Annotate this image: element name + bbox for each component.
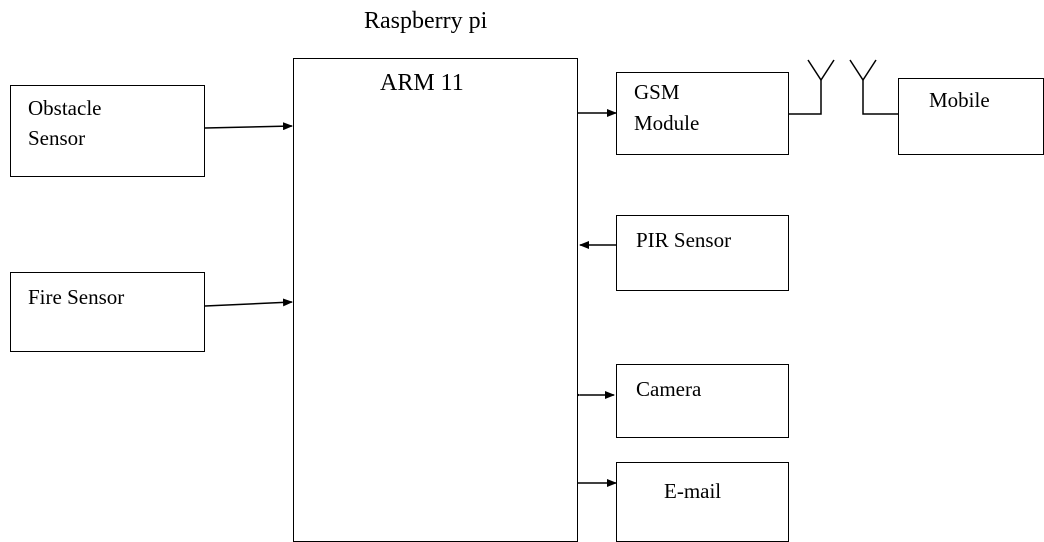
obstacle-sensor-block: Obstacle Sensor [10, 85, 205, 177]
obstacle-sensor-label-line1: Obstacle [28, 96, 102, 120]
obstacle-to-processor-arrow [204, 122, 293, 131]
mobile-antenna-icon [849, 59, 898, 115]
camera-label: Camera [636, 377, 702, 401]
diagram-title: Raspberry pi [364, 8, 488, 34]
gsm-module-label-line1: GSM [634, 80, 680, 104]
fire-to-processor-arrow [204, 298, 293, 307]
email-label: E-mail [664, 479, 722, 503]
pir-sensor-block: PIR Sensor [616, 215, 789, 291]
gsm-module-label-line2: Module [634, 111, 700, 135]
fire-sensor-label: Fire Sensor [28, 285, 125, 309]
camera-block: Camera [616, 364, 789, 438]
mobile-block: Mobile [898, 78, 1044, 155]
gsm-antenna-icon [789, 59, 835, 115]
processor-block: ARM 11 [293, 58, 578, 542]
processor-label: ARM 11 [380, 70, 464, 96]
gsm-module-block: GSM Module [616, 72, 789, 155]
obstacle-sensor-label-line2: Sensor [28, 126, 86, 150]
fire-sensor-block: Fire Sensor [10, 272, 205, 352]
mobile-label: Mobile [929, 88, 990, 112]
email-block: E-mail [616, 462, 789, 542]
pir-sensor-label: PIR Sensor [636, 228, 732, 252]
